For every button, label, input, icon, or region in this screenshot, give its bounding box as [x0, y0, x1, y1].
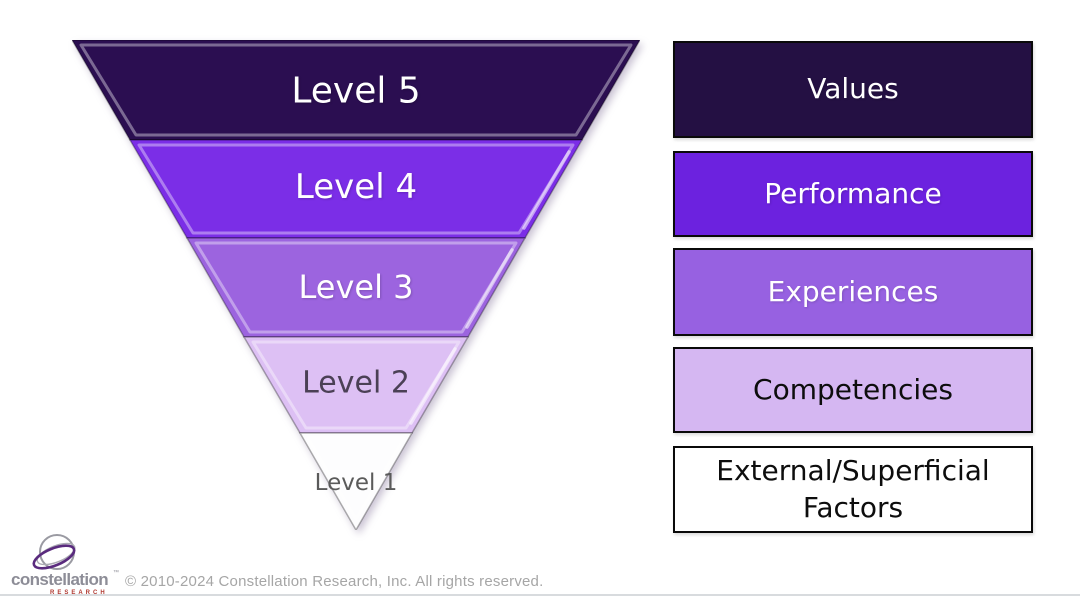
- funnel-level-3-label: Level 3: [298, 268, 414, 306]
- funnel-level-2-gloss: [409, 347, 457, 425]
- legend-label-performance: Performance: [764, 176, 942, 210]
- funnel-diagram: [72, 40, 640, 530]
- constellation-research-logo: constellation ™ RESEARCH: [11, 534, 119, 596]
- bottom-divider: [0, 594, 1080, 596]
- legend-label-competencies: Competencies: [753, 372, 953, 406]
- funnel-level-4-gloss: [522, 150, 571, 230]
- funnel-level-1-shape: [298, 432, 414, 530]
- legend-box-competencies: Competencies: [673, 347, 1033, 433]
- constellation-logo-icon: [32, 534, 76, 570]
- funnel-level-4-bevel: [137, 143, 575, 235]
- copyright-text: © 2010-2024 Constellation Research, Inc.…: [125, 573, 544, 590]
- logo-trademark: ™: [113, 569, 119, 576]
- legend-label-experiences: Experiences: [767, 274, 939, 308]
- legend-box-external-factors: External/Superficial Factors: [673, 446, 1033, 533]
- funnel-level-3-bevel: [194, 241, 518, 334]
- funnel-level-5-bevel: [79, 43, 633, 137]
- legend-label-values: Values: [807, 72, 899, 106]
- funnel-level-2-label: Level 2: [302, 365, 410, 401]
- legend-box-values: Values: [673, 41, 1033, 138]
- legend-box-experiences: Experiences: [673, 248, 1033, 336]
- funnel-level-3-gloss: [465, 248, 514, 329]
- funnel-level-2-bevel: [251, 340, 461, 430]
- funnel-level-1-label: Level 1: [314, 470, 398, 496]
- legend-box-performance: Performance: [673, 151, 1033, 237]
- funnel-level-4-label: Level 4: [294, 167, 418, 207]
- logo-subtext: RESEARCH: [50, 590, 108, 596]
- legend-label-external-factors: External/Superficial Factors: [716, 454, 990, 524]
- funnel-level-5-label: Level 5: [291, 70, 421, 112]
- funnel-level-1-bevel: [306, 436, 406, 521]
- logo-wordmark: constellation: [11, 570, 108, 589]
